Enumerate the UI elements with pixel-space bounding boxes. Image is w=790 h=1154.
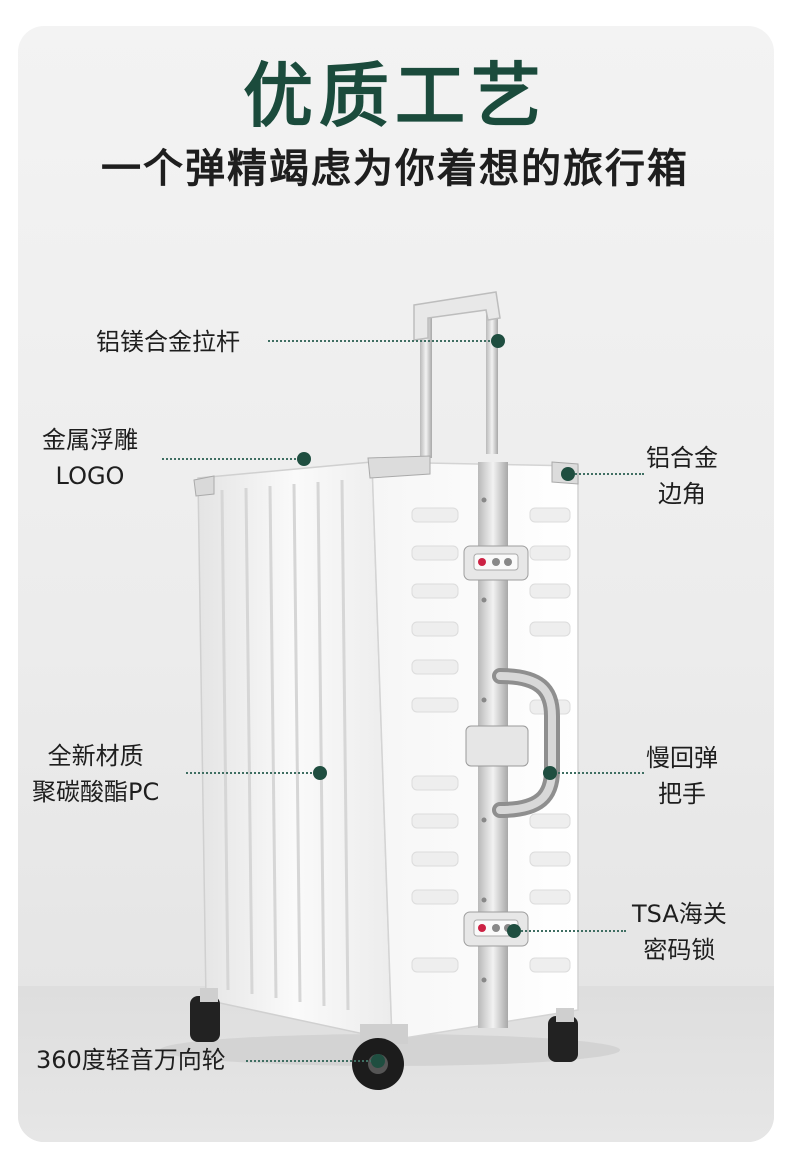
label-side-handle: 慢回弹 把手 — [646, 744, 718, 808]
frame-rivets — [481, 497, 487, 983]
telescopic-handle — [413, 291, 501, 458]
marker-handle-rod — [491, 334, 505, 348]
leader-side-handle — [550, 772, 644, 774]
label-logo: 金属浮雕 LOGO — [42, 426, 138, 490]
corner-guard-left — [193, 475, 215, 497]
corner-guard-top — [367, 455, 431, 479]
leader-handle-rod — [268, 340, 498, 342]
leader-logo — [162, 458, 304, 460]
label-material: 全新材质 聚碳酸酯PC — [32, 742, 160, 806]
leader-corner — [568, 473, 644, 475]
label-corner: 铝合金 边角 — [646, 444, 718, 508]
marker-wheels — [371, 1054, 385, 1068]
marker-material — [313, 766, 327, 780]
page-title: 优质工艺 — [243, 55, 547, 137]
label-handle-rod: 铝镁合金拉杆 — [96, 328, 240, 356]
tsa-lock-top — [463, 545, 529, 581]
marker-logo — [297, 452, 311, 466]
page-subtitle: 一个弹精竭虑为你着想的旅行箱 — [101, 146, 689, 192]
leader-lock — [514, 930, 626, 932]
marker-side-handle — [543, 766, 557, 780]
leader-material — [186, 772, 320, 774]
marker-corner — [561, 467, 575, 481]
label-lock: TSA海关 密码锁 — [632, 900, 727, 964]
marker-lock — [507, 924, 521, 938]
label-wheels: 360度轻音万向轮 — [36, 1046, 226, 1074]
side-handle — [465, 668, 560, 818]
shell-ribs — [220, 479, 350, 1011]
leader-wheels — [246, 1060, 376, 1062]
